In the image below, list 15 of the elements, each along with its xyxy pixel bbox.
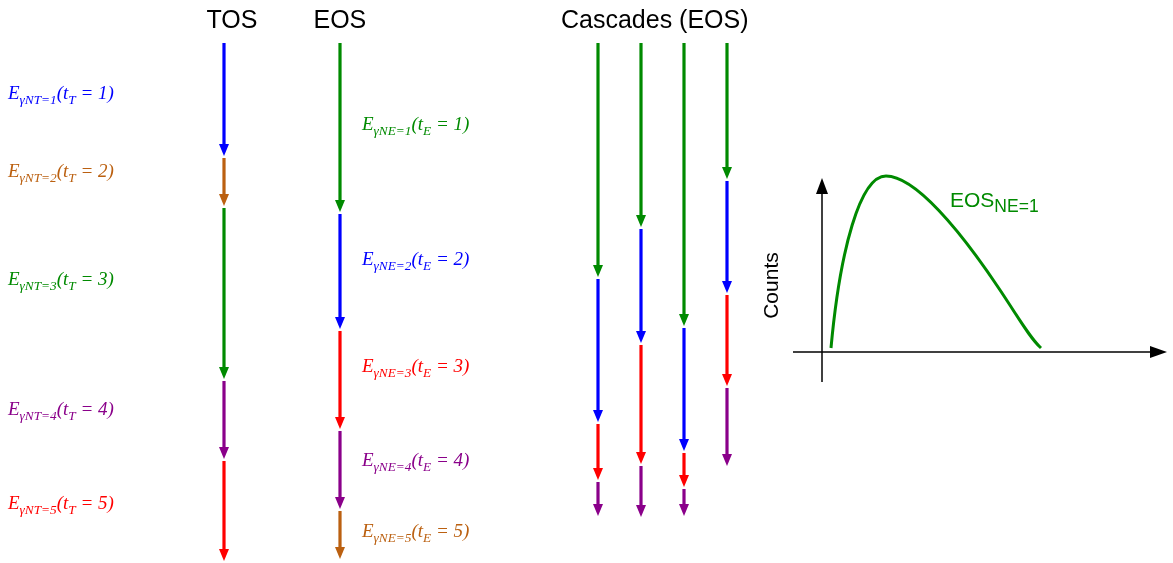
energy-label: E$_{γNT=3}$(t$_{T}$ = 3) bbox=[8, 269, 114, 294]
energy-label: E$_{γNE=1}$(t$_{E}$ = 1) bbox=[362, 114, 470, 139]
axis-title: Counts bbox=[758, 251, 782, 319]
energy-label: E$_{γNE=5}$(t$_{E}$ = 5) bbox=[362, 521, 470, 546]
column-heading: TOS bbox=[206, 6, 258, 34]
energy-label: E$_{γNT=4}$(t$_{T}$ = 4) bbox=[8, 399, 114, 424]
curve-label: EOS$_{NE=1}$ bbox=[950, 188, 1039, 217]
column-heading: EOS bbox=[313, 6, 367, 34]
energy-label: E$_{γNE=3}$(t$_{E}$ = 3) bbox=[362, 356, 470, 381]
energy-label: E$_{γNE=2}$(t$_{E}$ = 2) bbox=[362, 249, 470, 274]
energy-label: E$_{γNE=4}$(t$_{E}$ = 4) bbox=[362, 450, 470, 475]
energy-label: E$_{γNT=1}$(t$_{T}$ = 1) bbox=[8, 83, 114, 108]
energy-label: E$_{γNT=2}$(t$_{T}$ = 2) bbox=[8, 161, 114, 186]
energy-label: E$_{γNT=5}$(t$_{T}$ = 5) bbox=[8, 493, 114, 518]
column-heading: Cascades (EOS) bbox=[561, 6, 749, 34]
